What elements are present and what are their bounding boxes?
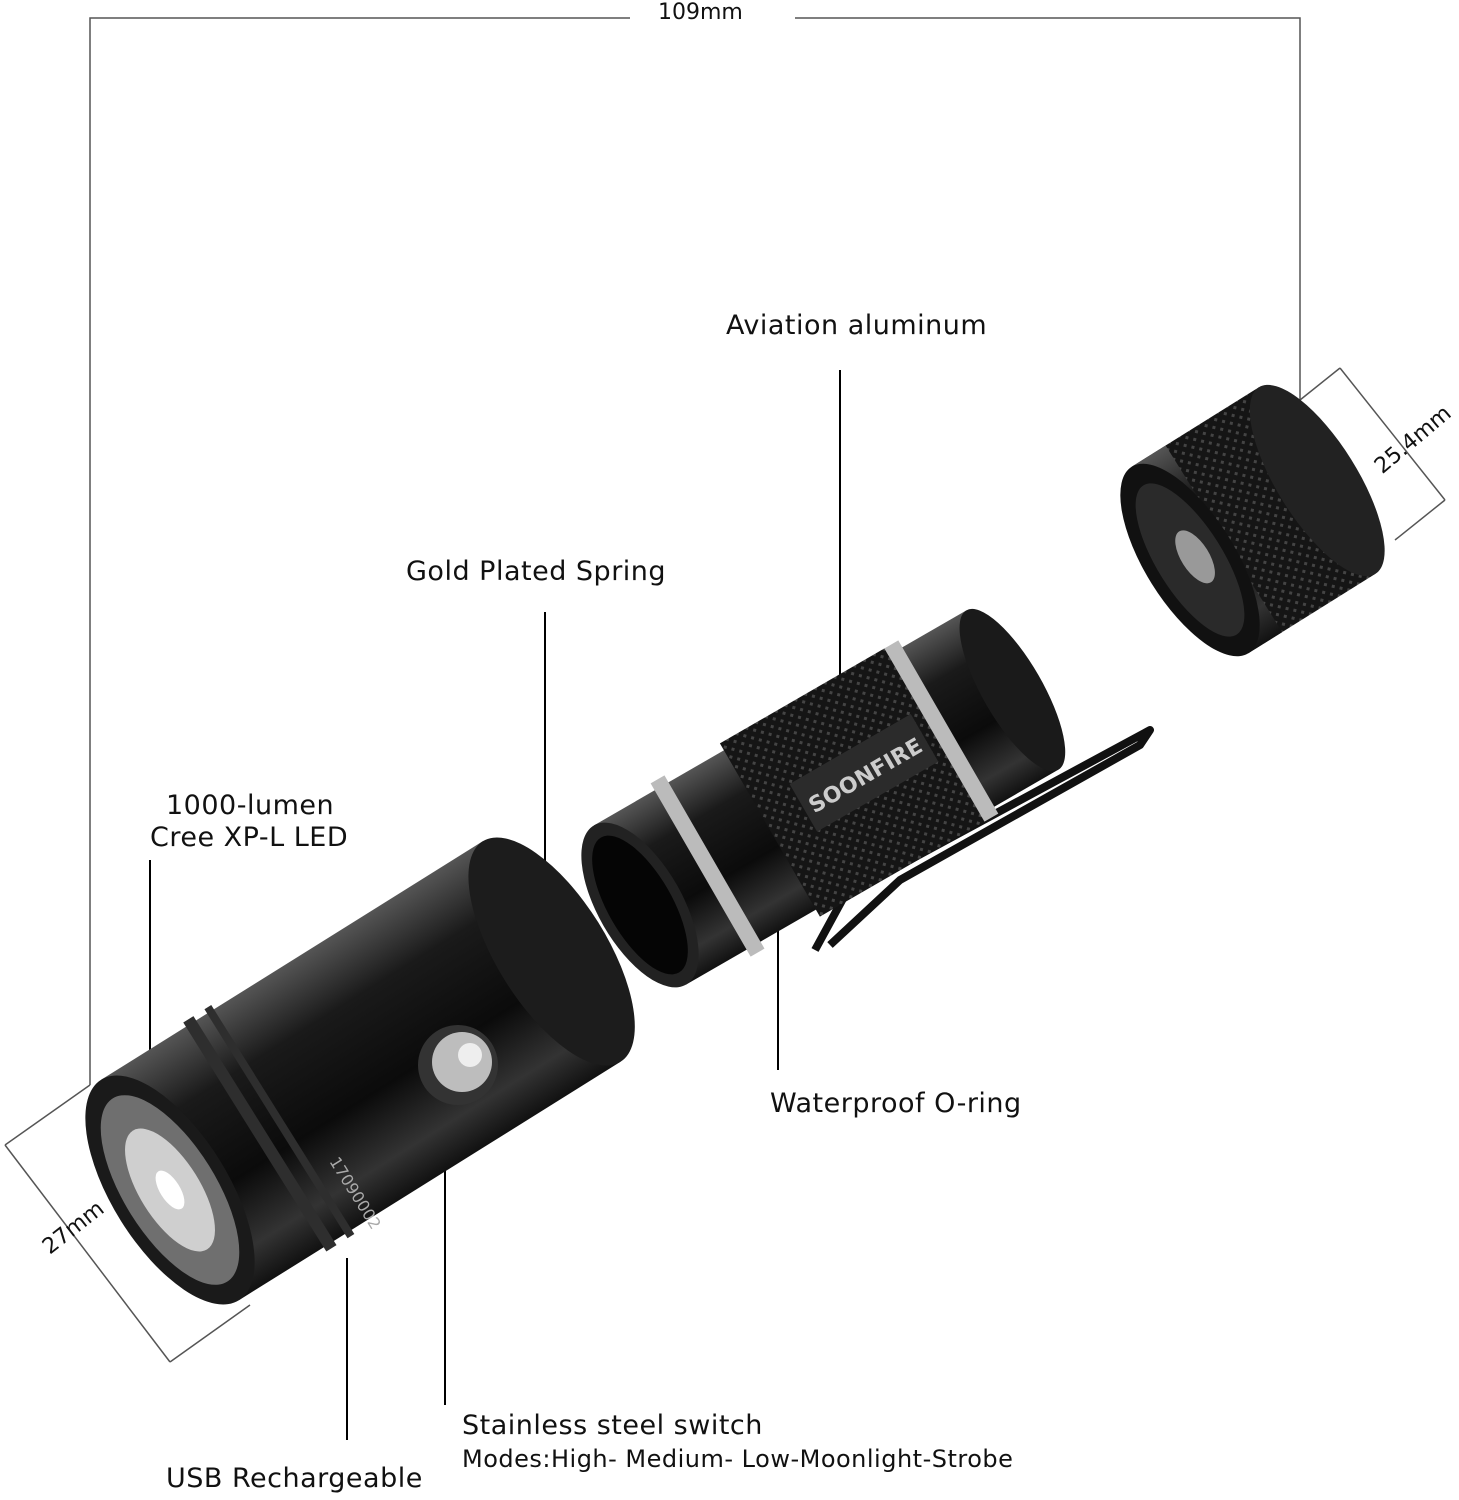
switch-label: Stainless steel switch xyxy=(462,1410,763,1441)
oring-label: Waterproof O-ring xyxy=(770,1088,1022,1119)
led-label-line2: Cree XP-L LED xyxy=(150,822,349,853)
body-tube: SOONFIRE xyxy=(581,608,1066,988)
flashlight-head: 17090002 xyxy=(85,837,635,1305)
modes-label: Modes:High- Medium- Low-Moonlight-Strobe xyxy=(462,1445,1014,1473)
dimension-lines xyxy=(4,17,1446,1363)
switch-button-icon xyxy=(418,1025,498,1105)
length-dimension: 109mm xyxy=(658,0,743,25)
led-label-line1: 1000-lumen xyxy=(166,790,335,821)
gold-spring-label: Gold Plated Spring xyxy=(406,556,667,587)
aviation-aluminum-label: Aviation aluminum xyxy=(726,310,988,341)
tail-cap xyxy=(1120,384,1385,657)
usb-label: USB Rechargeable xyxy=(166,1463,423,1494)
